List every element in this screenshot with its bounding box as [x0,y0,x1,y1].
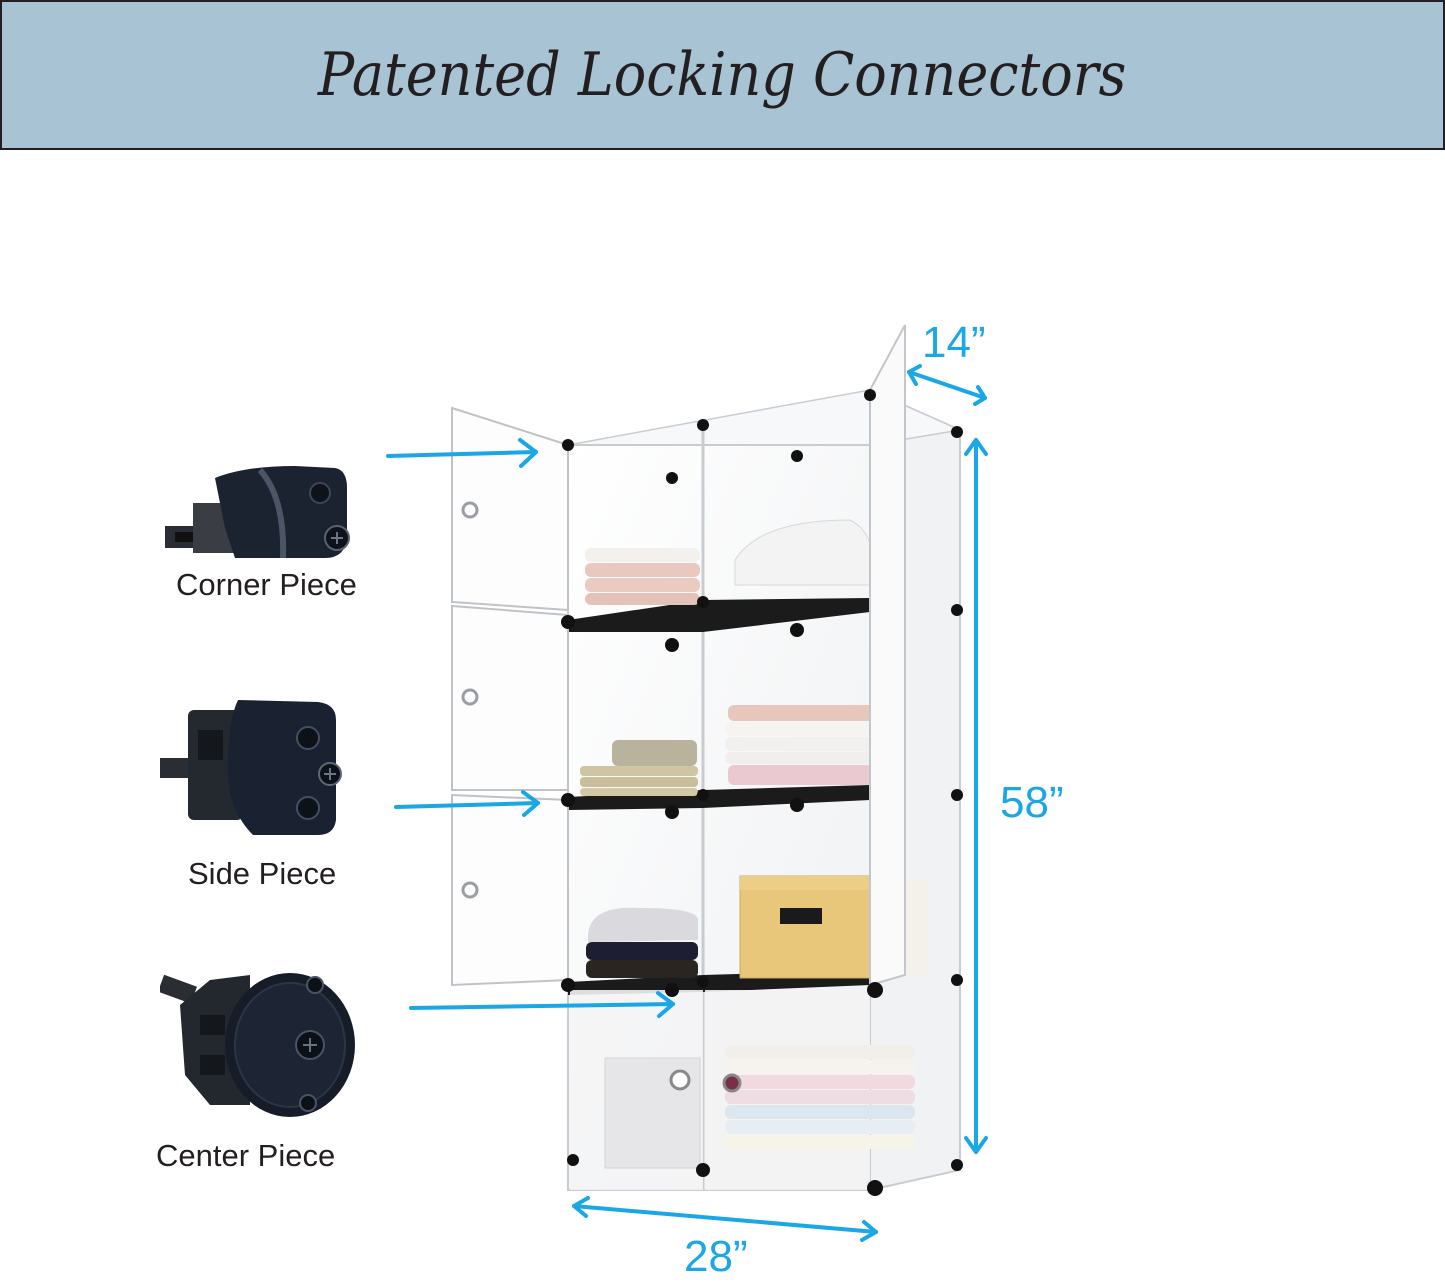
title-banner: Patented Locking Connectors [0,0,1445,150]
connector-nubs [561,389,963,1196]
width-arrow [572,1196,878,1242]
arrow-to-corner [386,438,538,468]
arrow-to-center [409,991,675,1018]
center-connector-icon [157,955,360,1125]
height-label: 58” [1000,778,1064,827]
open-doors-left [451,406,569,987]
corner-connector-icon [165,458,355,563]
open-door-right [869,324,906,987]
banner-title: Patented Locking Connectors [318,40,1127,110]
center-piece-label: Center Piece [156,1138,336,1173]
arrow-to-side [394,790,540,817]
width-label: 28” [684,1232,748,1281]
depth-arrow [907,364,987,406]
depth-label: 14” [922,318,986,367]
side-connector-icon [158,690,348,840]
frosted-bottom-doors [570,990,915,1190]
height-arrow [964,438,988,1154]
corner-piece-label: Corner Piece [176,567,357,602]
folded-clothes-row-1 [585,519,873,605]
side-piece-label: Side Piece [188,856,337,891]
folded-clothes-row-2 [580,705,903,796]
